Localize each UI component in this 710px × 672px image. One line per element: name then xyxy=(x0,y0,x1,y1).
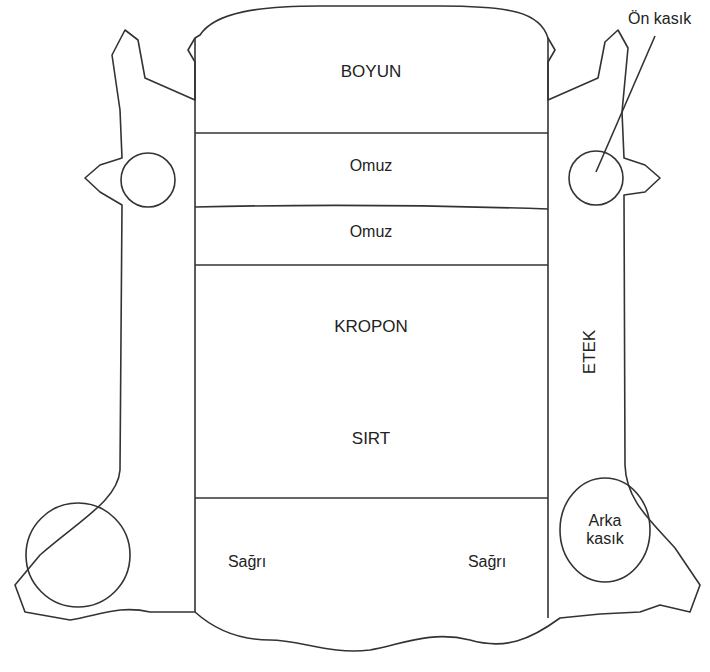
part-name: Omuz xyxy=(350,157,393,175)
leg-circle xyxy=(26,503,130,607)
leader-line xyxy=(596,36,655,172)
part-name: Sağrı xyxy=(468,553,506,571)
neck-region: BOYUN xyxy=(197,10,546,131)
part-name: SIRT xyxy=(352,429,390,449)
cut-line xyxy=(195,205,548,209)
croupon-region: KROPON SIRT xyxy=(197,267,546,496)
shoulder-band: Omuz xyxy=(197,209,546,263)
part-name: BOYUN xyxy=(341,62,401,82)
part-name: Sağrı xyxy=(228,553,266,571)
part-name: ETEK xyxy=(580,330,600,374)
part-name: KROPON xyxy=(334,317,408,337)
butt-region: Sağrı Sağrı xyxy=(197,500,546,610)
circle-outline xyxy=(560,478,650,582)
leg-circle xyxy=(569,151,623,205)
cut-line xyxy=(195,264,548,266)
part-name: Arka kasık xyxy=(570,512,640,549)
strip-line xyxy=(547,38,549,618)
leg-circle xyxy=(121,153,175,207)
part-name: Omuz xyxy=(350,223,393,241)
hind-flank-circle: Arka kasık xyxy=(559,477,651,583)
belly-strip: ETEKArka kasık xyxy=(550,97,622,597)
cut-line xyxy=(195,132,548,134)
shoulder-band: Omuz xyxy=(197,135,546,205)
callout-label: Ön kasık xyxy=(628,10,691,28)
strip-line xyxy=(194,38,196,612)
cut-line xyxy=(195,497,548,499)
hide-outline xyxy=(15,6,700,651)
